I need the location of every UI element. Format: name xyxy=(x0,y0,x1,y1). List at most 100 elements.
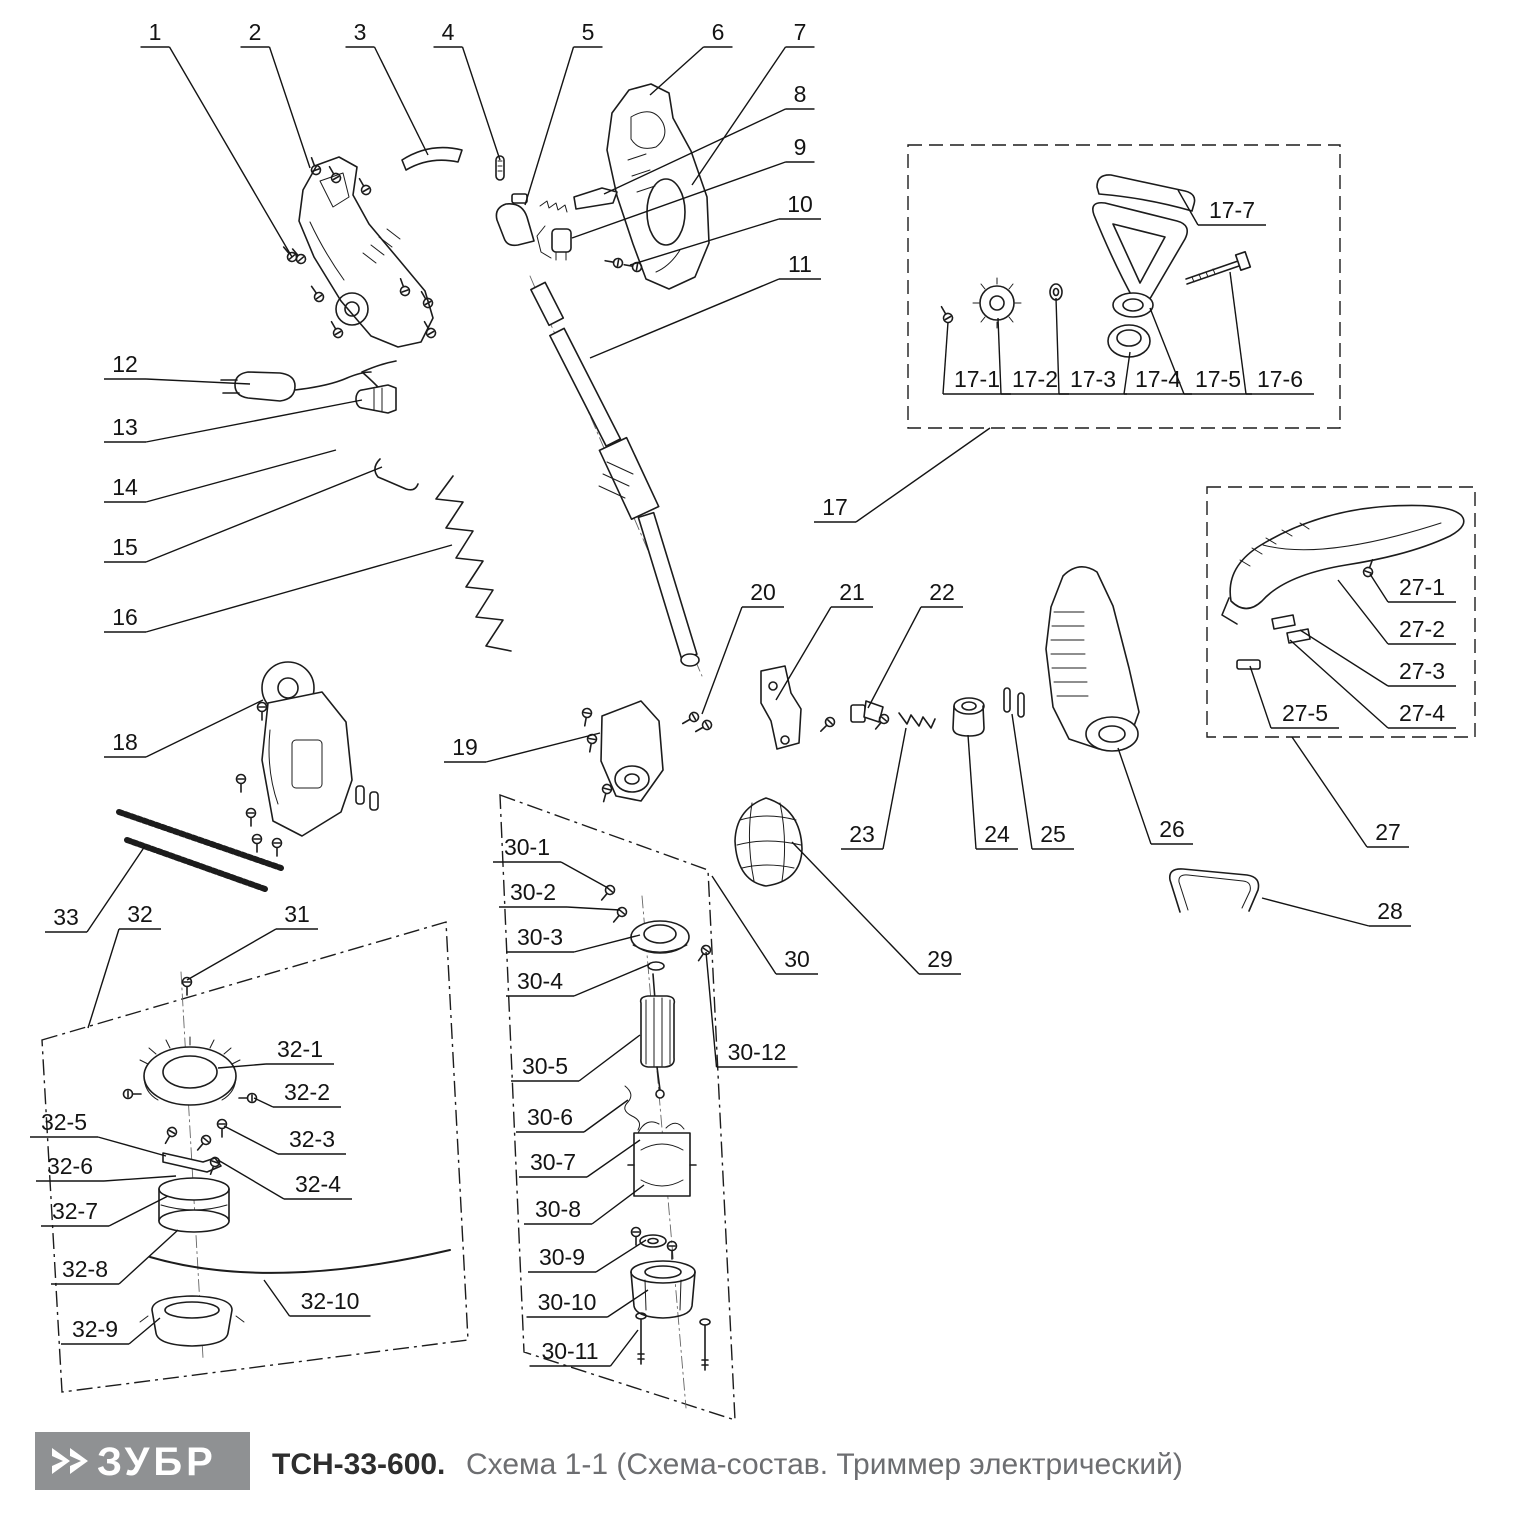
part-handle-housing-right xyxy=(606,83,710,290)
callout-17-4: 17-4 xyxy=(1123,351,1192,395)
callout-17-1: 17-1 xyxy=(942,321,1011,395)
callout-32: 32 xyxy=(87,901,161,1029)
callout-30-11: 30-11 xyxy=(529,1329,639,1367)
part-handle-insert xyxy=(401,146,463,171)
callout-30-1: 30-1 xyxy=(493,834,609,889)
callout-32-2: 32-2 xyxy=(253,1079,341,1108)
svg-text:32-10: 32-10 xyxy=(301,1288,360,1314)
svg-text:16: 16 xyxy=(112,604,138,630)
svg-text:27-4: 27-4 xyxy=(1399,700,1445,726)
callout-30-3: 30-3 xyxy=(506,924,641,953)
svg-text:32-8: 32-8 xyxy=(62,1256,108,1282)
svg-text:30: 30 xyxy=(784,946,810,972)
part-aux-handle-group xyxy=(972,174,1252,358)
parts-artwork xyxy=(116,83,1465,1409)
part-power-cord-plug xyxy=(220,360,397,402)
part-pins xyxy=(1003,687,1025,718)
svg-text:32-1: 32-1 xyxy=(277,1036,323,1062)
callout-32-7: 32-7 xyxy=(41,1195,169,1227)
footer-model: ТСН-33-600. xyxy=(272,1448,445,1481)
svg-text:30-2: 30-2 xyxy=(510,879,556,905)
brand-name: ЗУБР xyxy=(97,1440,217,1484)
callout-23: 23 xyxy=(841,727,907,850)
part-threaded-rods xyxy=(116,809,284,892)
svg-text:30-7: 30-7 xyxy=(530,1149,576,1175)
callout-10: 10 xyxy=(629,191,821,266)
part-trigger xyxy=(495,193,535,247)
part-cord-grommet xyxy=(355,384,397,414)
callout-5: 5 xyxy=(524,19,603,206)
svg-text:17-4: 17-4 xyxy=(1135,366,1181,392)
svg-text:28: 28 xyxy=(1377,898,1403,924)
callout-30: 30 xyxy=(711,875,818,975)
callout-30-2: 30-2 xyxy=(499,879,621,911)
callout-26: 26 xyxy=(1117,747,1193,845)
callout-32-5: 32-5 xyxy=(30,1109,167,1157)
footer: ЗУБР ТСН-33-600. Схема 1-1 (Схема-состав… xyxy=(35,1432,1183,1490)
svg-text:30-5: 30-5 xyxy=(522,1053,568,1079)
part-handle-housing-left xyxy=(298,156,434,348)
callout-30-6: 30-6 xyxy=(516,1099,629,1133)
part-spring-small xyxy=(898,712,936,729)
part-spring-large xyxy=(435,475,512,652)
callout-32-9: 32-9 xyxy=(61,1316,161,1345)
callout-32-10: 32-10 xyxy=(263,1279,371,1317)
part-motor-housing-upper xyxy=(1045,566,1140,752)
svg-text:27-1: 27-1 xyxy=(1399,574,1445,600)
part-switch-lever xyxy=(539,187,618,213)
svg-text:32-5: 32-5 xyxy=(41,1109,87,1135)
callout-7: 7 xyxy=(691,19,815,186)
callout-29: 29 xyxy=(791,841,961,975)
group-box-32 xyxy=(41,921,469,1393)
part-capacitor xyxy=(536,225,572,261)
callout-28: 28 xyxy=(1261,897,1411,927)
callout-17: 17 xyxy=(814,427,991,523)
callout-19: 19 xyxy=(444,732,601,763)
part-spool-group xyxy=(139,971,451,1359)
callout-8: 8 xyxy=(603,81,815,195)
callout-30-7: 30-7 xyxy=(519,1139,641,1178)
svg-text:32-3: 32-3 xyxy=(289,1126,335,1152)
part-guard-shield xyxy=(734,797,803,887)
svg-text:30-8: 30-8 xyxy=(535,1196,581,1222)
group-box-30 xyxy=(499,793,736,1421)
svg-text:32-4: 32-4 xyxy=(295,1171,341,1197)
svg-text:12: 12 xyxy=(112,351,138,377)
callout-6: 6 xyxy=(649,19,733,96)
callout-27: 27 xyxy=(1291,736,1409,848)
svg-text:18: 18 xyxy=(112,729,138,755)
callout-17-7: 17-7 xyxy=(1177,189,1266,226)
callout-14: 14 xyxy=(104,449,337,503)
svg-text:4: 4 xyxy=(442,19,455,45)
callout-27-1: 27-1 xyxy=(1369,573,1456,603)
svg-text:1: 1 xyxy=(149,19,162,45)
svg-text:17-6: 17-6 xyxy=(1257,366,1303,392)
callout-32-1: 32-1 xyxy=(217,1036,334,1069)
svg-text:32-6: 32-6 xyxy=(47,1153,93,1179)
svg-text:27-5: 27-5 xyxy=(1282,700,1328,726)
brand-badge xyxy=(35,1432,250,1490)
footer-subtitle: Схема 1-1 (Схема-состав. Триммер электри… xyxy=(466,1448,1183,1481)
callout-12: 12 xyxy=(104,351,251,385)
svg-text:10: 10 xyxy=(787,191,813,217)
callout-3: 3 xyxy=(345,19,429,156)
svg-text:29: 29 xyxy=(927,946,953,972)
svg-text:5: 5 xyxy=(582,19,595,45)
svg-text:24: 24 xyxy=(984,821,1010,847)
svg-text:26: 26 xyxy=(1159,816,1185,842)
callout-27-2: 27-2 xyxy=(1337,579,1456,645)
svg-text:27: 27 xyxy=(1375,819,1401,845)
callout-30-5: 30-5 xyxy=(511,1034,641,1082)
svg-text:3: 3 xyxy=(354,19,367,45)
callout-17-2: 17-2 xyxy=(997,317,1069,395)
callout-2: 2 xyxy=(240,19,311,169)
zubr-logo-icon xyxy=(52,1448,88,1474)
part-guard-group xyxy=(1221,504,1465,670)
svg-text:17-7: 17-7 xyxy=(1209,197,1255,223)
svg-text:30-12: 30-12 xyxy=(728,1039,787,1065)
callout-17-5: 17-5 xyxy=(1149,307,1252,395)
callout-27-3: 27-3 xyxy=(1299,629,1456,687)
part-shaft-tube xyxy=(529,275,703,677)
